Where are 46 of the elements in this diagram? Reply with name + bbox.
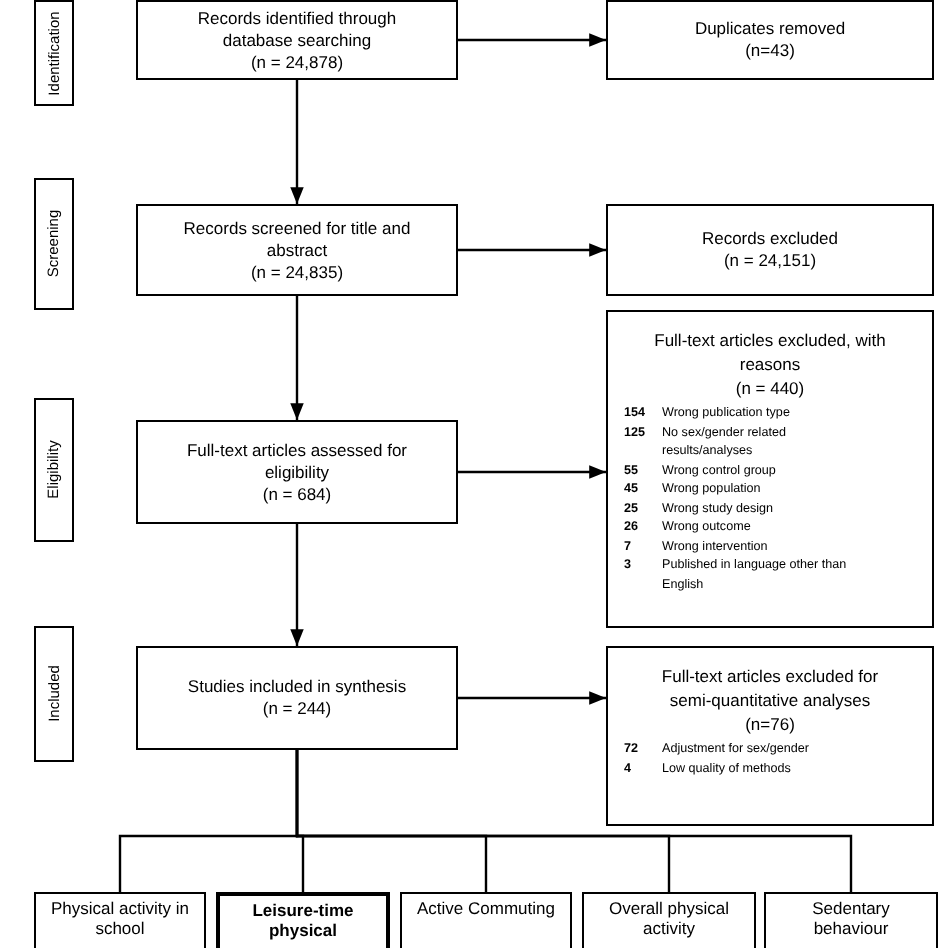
arrow bbox=[458, 243, 606, 257]
box-text: Records screened for title and abstract bbox=[181, 217, 413, 261]
process-box bbox=[136, 646, 458, 750]
category-label: Active Commuting bbox=[417, 898, 555, 918]
exclusion-box bbox=[606, 310, 934, 628]
box-count: (n = 684) bbox=[262, 483, 332, 505]
box-text: Records excluded bbox=[701, 228, 839, 250]
category-box bbox=[582, 892, 756, 948]
box-heading: Full-text articles excluded, with reasons bbox=[652, 328, 888, 376]
box-text: Duplicates removed bbox=[694, 18, 846, 40]
arrow bbox=[458, 691, 606, 705]
arrow bbox=[290, 524, 304, 646]
arrow bbox=[290, 80, 304, 204]
box-text: Full-text articles assessed for eligibility bbox=[184, 439, 410, 483]
arrow bbox=[458, 465, 606, 479]
category-label: Sedentary behaviour bbox=[810, 898, 892, 938]
category-label: Overall physical activity bbox=[607, 898, 731, 938]
process-box bbox=[136, 0, 458, 80]
box-count: (n=76) bbox=[745, 712, 795, 736]
process-box bbox=[136, 204, 458, 296]
arrow bbox=[458, 33, 606, 47]
category-box bbox=[34, 892, 206, 948]
process-box bbox=[606, 0, 934, 80]
box-heading: Full-text articles excluded for semi-quantitative analyses bbox=[659, 664, 881, 712]
category-box bbox=[764, 892, 938, 948]
category-box bbox=[216, 892, 390, 948]
process-box bbox=[136, 420, 458, 524]
stage-box bbox=[34, 398, 74, 542]
exclusion-box bbox=[606, 646, 934, 826]
box-count: (n = 244) bbox=[262, 698, 332, 720]
category-box bbox=[400, 892, 572, 948]
box-count: (n = 24,835) bbox=[250, 261, 344, 283]
box-count: (n = 440) bbox=[735, 376, 805, 400]
box-text: Studies included in synthesis bbox=[187, 676, 407, 698]
process-box bbox=[606, 204, 934, 296]
stage-box bbox=[34, 0, 74, 106]
stage-box bbox=[34, 178, 74, 310]
box-count: (n = 24,878) bbox=[250, 51, 344, 73]
box-text: Records identified through database searching bbox=[195, 7, 399, 51]
box-count: (n=43) bbox=[745, 40, 795, 62]
arrow bbox=[290, 296, 304, 420]
category-label: Physical activity in school bbox=[49, 898, 191, 938]
box-count: (n = 24,151) bbox=[723, 250, 817, 272]
category-label: Leisure-time physical bbox=[250, 900, 356, 940]
stage-box bbox=[34, 626, 74, 762]
connector-line bbox=[295, 750, 853, 892]
